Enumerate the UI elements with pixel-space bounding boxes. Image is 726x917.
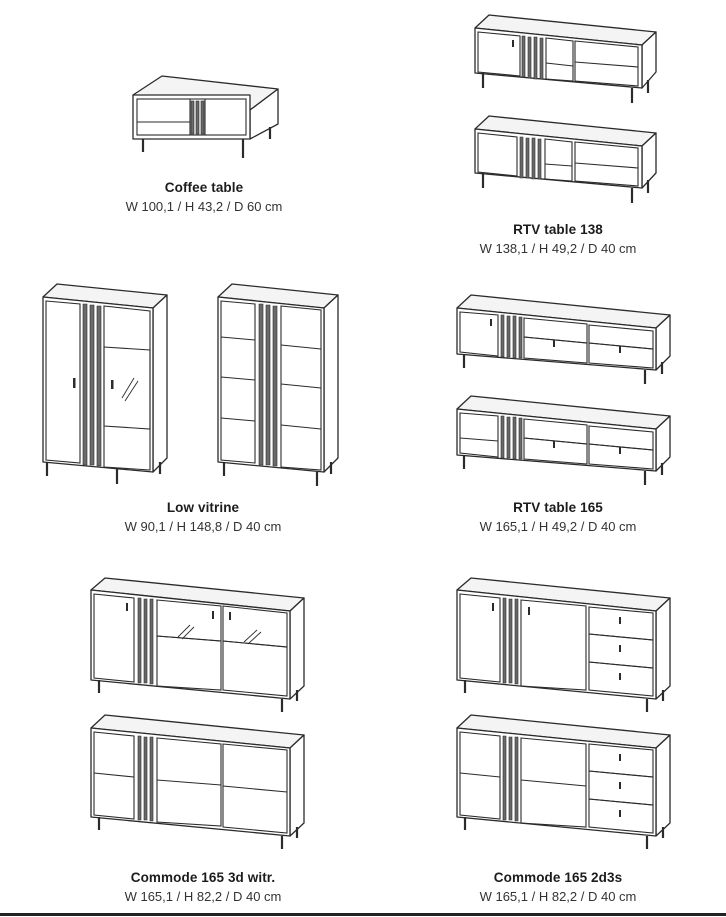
product-dimensions: W 165,1 / H 82,2 / D 40 cm <box>479 889 637 904</box>
low-vitrine-closed-drawing <box>42 283 168 484</box>
product-name: RTV table 165 <box>513 500 603 515</box>
commode-2d3s-closed-drawing <box>456 577 671 712</box>
caption-rtv-165: RTV table 165 W 165,1 / H 49,2 / D 40 cm <box>408 500 708 534</box>
product-dimensions: W 165,1 / H 49,2 / D 40 cm <box>479 519 637 534</box>
caption-commode-2d3s: Commode 165 2d3s W 165,1 / H 82,2 / D 40… <box>408 870 708 904</box>
coffee-table-drawing <box>132 75 279 158</box>
rtv-138-front-drawing <box>474 14 657 103</box>
caption-commode-3d: Commode 165 3d witr. W 165,1 / H 82,2 / … <box>53 870 353 904</box>
product-dimensions: W 138,1 / H 49,2 / D 40 cm <box>479 241 637 256</box>
product-name: Commode 165 3d witr. <box>130 870 276 885</box>
rtv-165-drawers-drawing <box>456 294 671 384</box>
caption-rtv-138: RTV table 138 W 138,1 / H 49,2 / D 40 cm <box>408 222 708 256</box>
commode-3d-closed-drawing <box>90 577 305 712</box>
rtv-138-open-drawing <box>474 115 657 203</box>
product-dimensions: W 165,1 / H 82,2 / D 40 cm <box>124 889 282 904</box>
bottom-border <box>0 913 726 916</box>
product-name: Low vitrine <box>166 500 240 515</box>
caption-low-vitrine: Low vitrine W 90,1 / H 148,8 / D 40 cm <box>53 500 353 534</box>
product-name: RTV table 138 <box>513 222 603 237</box>
commode-2d3s-open-drawing <box>456 714 671 849</box>
rtv-165-open-drawing <box>456 395 671 485</box>
product-dimensions: W 90,1 / H 148,8 / D 40 cm <box>124 519 282 534</box>
product-name: Commode 165 2d3s <box>493 870 623 885</box>
commode-3d-open-drawing <box>90 714 305 849</box>
caption-coffee-table: Coffee table W 100,1 / H 43,2 / D 60 cm <box>54 180 354 214</box>
low-vitrine-open-drawing <box>217 283 339 486</box>
product-dimensions: W 100,1 / H 43,2 / D 60 cm <box>125 199 283 214</box>
product-name: Coffee table <box>164 180 244 195</box>
